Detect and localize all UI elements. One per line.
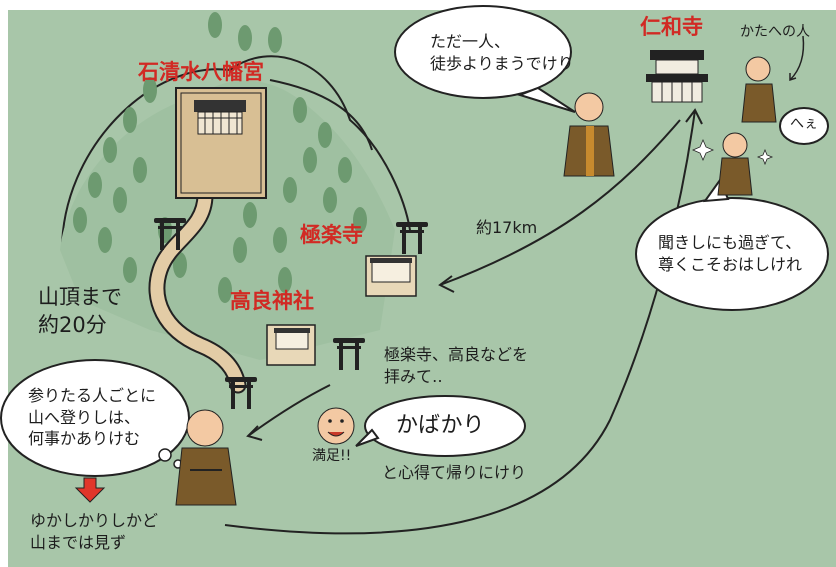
worship-line2: 拝みて‥ [384,367,443,387]
iwashimizu-shrine-building [175,87,267,199]
speech-bubble-heard [635,197,829,311]
speech-heard-line1: 聞きしにも過ぎて、 [658,233,802,252]
speech-alone-line2: 徒歩よりまうでけり [430,53,574,73]
speech-heard-text: 聞きしにも過ぎて、 尊くこそおはしけれ [658,232,802,277]
people-label: かたへの人 [740,24,810,40]
mountain-ridge [269,79,373,151]
speech-heard-line2: 尊くこそおはしけれ [658,255,803,275]
monk-left [741,56,777,123]
ninnaji-temple-building [646,50,708,103]
speech-climb-text: 参りたる人ごとに 山へ登りしは、 何事かありけむ [28,385,156,450]
sparkle-icon [756,148,774,166]
hee-text: へぇ [790,116,818,132]
label-iwashimizu: 石清水八幡宮 [138,60,264,84]
manzoku-text: 満足!! [312,448,352,464]
route-ninnaji-to-gokurakuji [439,119,681,286]
speech-climb-line2: 山へ登りしは、 [28,407,141,427]
route-kora-to-foot [247,384,331,437]
summit-note-line1: 山頂まで [38,285,122,309]
speech-climb-line1: 参りたる人ごとに [28,386,157,405]
speech-alone-text: ただ一人、 徒歩よりまうでけり [430,31,574,74]
speech-climb-line3: 何事かありけむ [28,429,141,449]
summit-note-line2: 約20分 [38,313,107,338]
monk-walking [563,92,615,177]
speech-bubble-hee [779,107,829,145]
worship-text: 極楽寺、高良などを 拝みて‥ [384,344,528,389]
pointer-arrow [789,35,805,81]
hope-line1: ゆかしかりしかど [30,511,159,530]
label-gokurakuji: 極楽寺 [300,223,363,247]
summit-note: 山頂まで 約20分 [38,283,122,340]
speech-bubble-alone [394,5,572,99]
speech-alone-line1: ただ一人、 [430,32,511,51]
worship-line1: 極楽寺、高良などを [384,345,529,364]
mountain-outline [61,55,411,251]
down-arrow-icon [74,477,106,503]
speech-bubble-climb [0,359,190,477]
distance-label: 約17km [476,218,538,237]
returned-text: と心得て帰りにけり [382,463,527,482]
monk-satisfied-face [317,407,355,445]
speech-bubble-kabakari [364,395,526,457]
sparkle-icon [691,138,715,162]
label-kora: 高良神社 [230,289,314,313]
gokurakuji-building [365,255,417,297]
kora-shrine-building [266,324,316,366]
monk-right [717,132,753,196]
hope-line2: 山までは見ず [30,533,127,553]
speech-kabakari-text: かばかり [396,413,485,438]
monk-thinking [175,409,237,506]
label-ninnaji: 仁和寺 [640,15,703,39]
hope-text: ゆかしかりしかど 山までは見ず [30,510,158,555]
